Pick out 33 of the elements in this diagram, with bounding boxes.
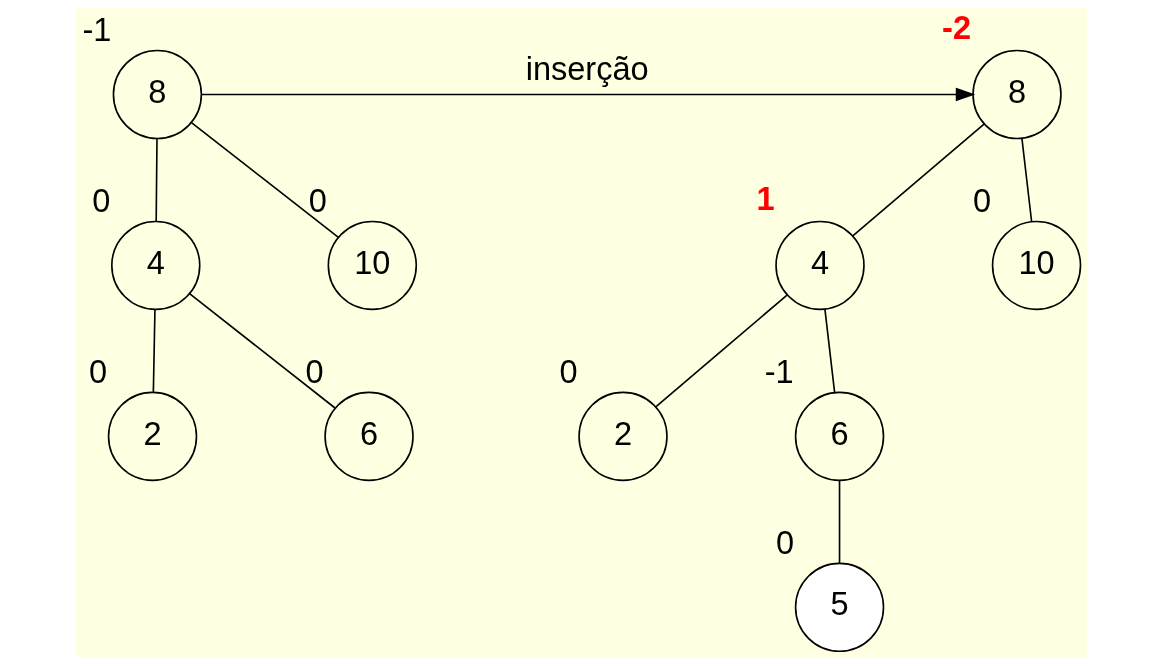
node-circle: 5 xyxy=(794,562,885,653)
node-circle: 10 xyxy=(991,220,1082,311)
connector xyxy=(152,309,156,393)
node-label: 0 xyxy=(973,182,992,219)
connector xyxy=(188,292,336,409)
connector xyxy=(1021,137,1033,223)
node-label: 0 xyxy=(92,182,111,219)
edge-label: inserção xyxy=(525,50,649,87)
connector xyxy=(190,121,340,239)
node-label: 0 xyxy=(89,353,108,390)
node-label: 0 xyxy=(308,182,327,219)
node-label: -1 xyxy=(82,11,112,48)
connector xyxy=(155,138,158,222)
node-circle: 8 xyxy=(972,49,1062,140)
node-label: 0 xyxy=(776,524,795,561)
node-circle: 4 xyxy=(111,220,201,311)
node-circle: 10 xyxy=(327,220,418,311)
node-label: 1 xyxy=(756,181,775,218)
node-circle: 6 xyxy=(324,391,414,482)
node-circle: 2 xyxy=(578,391,668,482)
node-circle: 6 xyxy=(794,391,885,482)
node-label: 0 xyxy=(559,353,578,390)
connector xyxy=(824,308,836,394)
node-label: 0 xyxy=(305,353,324,390)
node-label: -1 xyxy=(764,353,794,390)
connector xyxy=(852,123,985,237)
arrow xyxy=(201,87,976,102)
node-circle: 8 xyxy=(112,49,203,140)
connector xyxy=(838,479,841,564)
node-circle: 2 xyxy=(107,391,198,482)
node-label: -2 xyxy=(942,10,972,47)
node-circle: 4 xyxy=(775,220,865,311)
connector xyxy=(655,294,788,408)
